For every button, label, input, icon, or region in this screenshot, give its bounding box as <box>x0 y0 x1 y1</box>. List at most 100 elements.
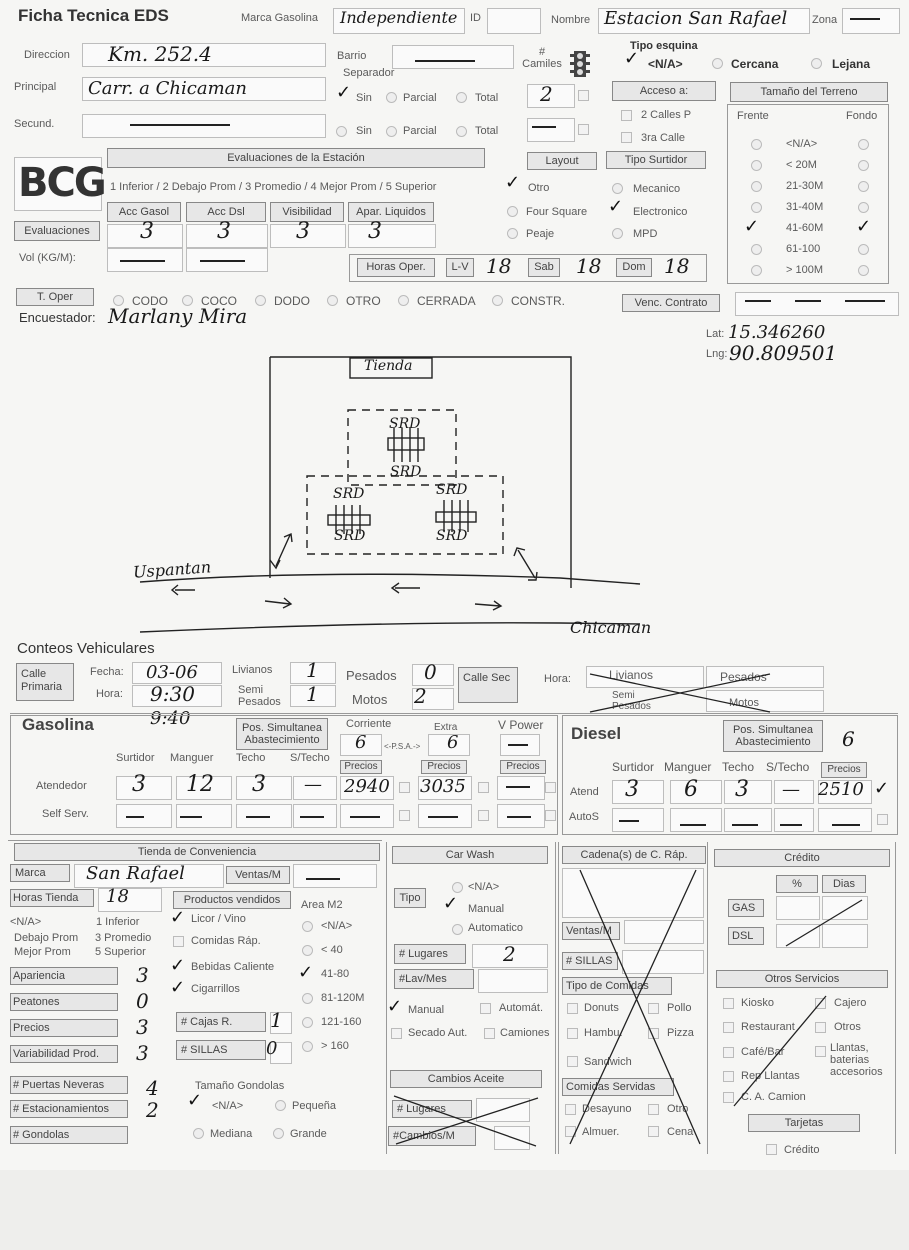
carwash-automat-check[interactable] <box>480 1003 491 1014</box>
dsl-autos-check[interactable] <box>877 814 888 825</box>
terreno-fondo-radio-6[interactable] <box>858 265 869 276</box>
cafe-check[interactable] <box>723 1047 734 1058</box>
motos-field[interactable] <box>412 688 454 710</box>
llantas-check[interactable] <box>815 1046 826 1057</box>
zona-field[interactable] <box>842 8 900 34</box>
terreno-frente-radio-0[interactable] <box>751 139 762 150</box>
camiones-check-1[interactable] <box>578 90 589 101</box>
calle-sec-livianos-field[interactable] <box>586 666 704 688</box>
principal-field[interactable] <box>82 77 326 101</box>
terreno-frente-radio-2[interactable] <box>751 181 762 192</box>
horas-oper-button[interactable]: Horas Oper. <box>357 258 435 277</box>
gas-precio2-field[interactable] <box>418 776 472 800</box>
lejana-radio[interactable] <box>811 58 822 69</box>
sandwich-check[interactable] <box>567 1056 578 1067</box>
t-oper-radio-4[interactable] <box>398 295 409 306</box>
carwash-secado-check[interactable] <box>391 1028 402 1039</box>
terreno-fondo-radio-3[interactable] <box>858 202 869 213</box>
acc-gasol-field[interactable] <box>107 224 183 248</box>
venc-contrato-button[interactable]: Venc. Contrato <box>622 294 720 312</box>
visibilidad-field[interactable] <box>270 224 346 248</box>
dsl-precio-field[interactable] <box>818 780 872 804</box>
pesados-field[interactable] <box>412 664 454 686</box>
gas-precio1-check[interactable] <box>399 782 410 793</box>
dsl-autos-surtidor[interactable] <box>612 808 664 832</box>
cercana-radio[interactable] <box>712 58 723 69</box>
vol-gasol-field[interactable] <box>107 248 183 272</box>
vol-dsl-field[interactable] <box>186 248 268 272</box>
carwash-camiones-check[interactable] <box>484 1028 495 1039</box>
layout-button[interactable]: Layout <box>527 152 597 170</box>
credito-gas-dias[interactable] <box>822 896 868 920</box>
cena-check[interactable] <box>648 1126 659 1137</box>
terreno-fondo-radio-0[interactable] <box>858 139 869 150</box>
otros-check[interactable] <box>815 1022 826 1033</box>
dsl-stecho-field[interactable] <box>774 780 814 804</box>
gas-att-techo-field[interactable] <box>236 776 292 800</box>
area-radio-0[interactable] <box>302 921 313 932</box>
hora-field[interactable] <box>132 685 222 707</box>
cadena-sillas-field[interactable] <box>622 950 704 974</box>
area-radio-3[interactable] <box>302 993 313 1004</box>
sin-radio-2[interactable] <box>336 126 347 137</box>
hambu-check[interactable] <box>567 1028 578 1039</box>
direccion-field[interactable] <box>82 43 326 67</box>
cajas-field[interactable] <box>270 1012 292 1034</box>
terreno-frente-radio-6[interactable] <box>751 265 762 276</box>
cadena-ventas-field[interactable] <box>624 920 704 944</box>
dsl-autos-precio[interactable] <box>818 808 872 832</box>
kiosko-check[interactable] <box>723 998 734 1009</box>
evaluaciones-button[interactable]: Evaluaciones <box>14 221 100 241</box>
gondola-grande-radio[interactable] <box>273 1128 284 1139</box>
id-field[interactable] <box>487 8 541 34</box>
calle-primaria-button[interactable]: Calle Primaria <box>16 663 74 701</box>
tipo-surtidor-button[interactable]: Tipo Surtidor <box>606 151 706 169</box>
credito-dsl-pct[interactable] <box>776 924 820 948</box>
dsl-techo-field[interactable] <box>724 780 772 804</box>
otro-check[interactable] <box>648 1104 659 1115</box>
venc-contrato-field[interactable] <box>735 292 899 316</box>
producto-box-1[interactable] <box>173 936 184 947</box>
area-radio-4[interactable] <box>302 1017 313 1028</box>
gas-precio3-field[interactable] <box>497 776 545 800</box>
self-check-3[interactable] <box>545 810 556 821</box>
livianos-field[interactable] <box>290 662 336 684</box>
carwash-lugares-field[interactable] <box>472 944 548 968</box>
self-check-1[interactable] <box>399 810 410 821</box>
dsl-autos-techo[interactable] <box>724 808 772 832</box>
four-square-radio[interactable] <box>507 206 518 217</box>
terreno-frente-radio-1[interactable] <box>751 160 762 171</box>
t-oper-radio-0[interactable] <box>113 295 124 306</box>
mpd-radio[interactable] <box>612 228 623 239</box>
dsl-autos-stecho[interactable] <box>774 808 814 832</box>
donuts-check[interactable] <box>567 1003 578 1014</box>
restaurant-check[interactable] <box>723 1022 734 1033</box>
gondola-pequena-radio[interactable] <box>275 1100 286 1111</box>
calle3-check[interactable] <box>621 132 632 143</box>
secund-field[interactable] <box>82 114 326 138</box>
desayuno-check[interactable] <box>565 1104 576 1115</box>
t-oper-radio-2[interactable] <box>255 295 266 306</box>
carwash-lav-field[interactable] <box>478 969 548 993</box>
dsl-autos-manguer[interactable] <box>670 808 722 832</box>
extra-field[interactable] <box>428 734 470 756</box>
semi-field[interactable] <box>290 685 336 707</box>
camiones-field-2[interactable] <box>527 118 575 142</box>
t-oper-radio-1[interactable] <box>182 295 193 306</box>
gas-att-manguer-field[interactable] <box>176 776 232 800</box>
ca-camion-check[interactable] <box>723 1092 734 1103</box>
camiones-field[interactable] <box>527 84 575 108</box>
gas-precio2-check[interactable] <box>478 782 489 793</box>
pollo-check[interactable] <box>648 1003 659 1014</box>
t-oper-radio-5[interactable] <box>492 295 503 306</box>
carwash-na-radio[interactable] <box>452 882 463 893</box>
nombre-field[interactable] <box>598 8 810 34</box>
terreno-fondo-radio-2[interactable] <box>858 181 869 192</box>
terreno-fondo-radio-5[interactable] <box>858 244 869 255</box>
area-radio-1[interactable] <box>302 945 313 956</box>
peaje-radio[interactable] <box>507 228 518 239</box>
tienda-marca-field[interactable] <box>74 864 224 888</box>
fecha-field[interactable] <box>132 662 222 684</box>
total-radio-1[interactable] <box>456 92 467 103</box>
calles2-check[interactable] <box>621 110 632 121</box>
